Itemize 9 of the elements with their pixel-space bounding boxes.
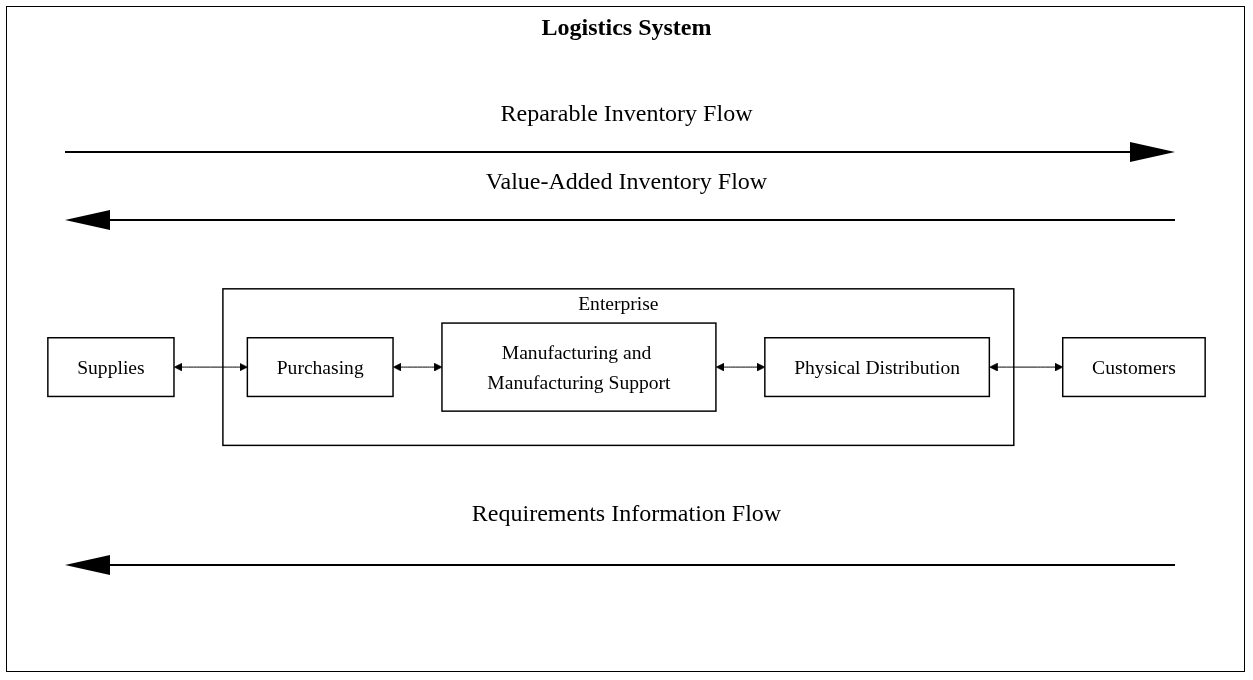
node-box: Manufacturing and Manufacturing Support bbox=[441, 322, 717, 413]
node-box: Supplies bbox=[47, 337, 175, 398]
flow-label: Value-Added Inventory Flow bbox=[484, 168, 769, 195]
node-box: Customers bbox=[1062, 337, 1206, 398]
flow-label: Reparable Inventory Flow bbox=[499, 100, 754, 127]
node-box: Physical Distribution bbox=[764, 337, 991, 398]
diagram-title: Logistics System bbox=[540, 14, 713, 41]
node-box: Purchasing bbox=[246, 337, 394, 398]
flow-label: Requirements Information Flow bbox=[470, 500, 783, 527]
